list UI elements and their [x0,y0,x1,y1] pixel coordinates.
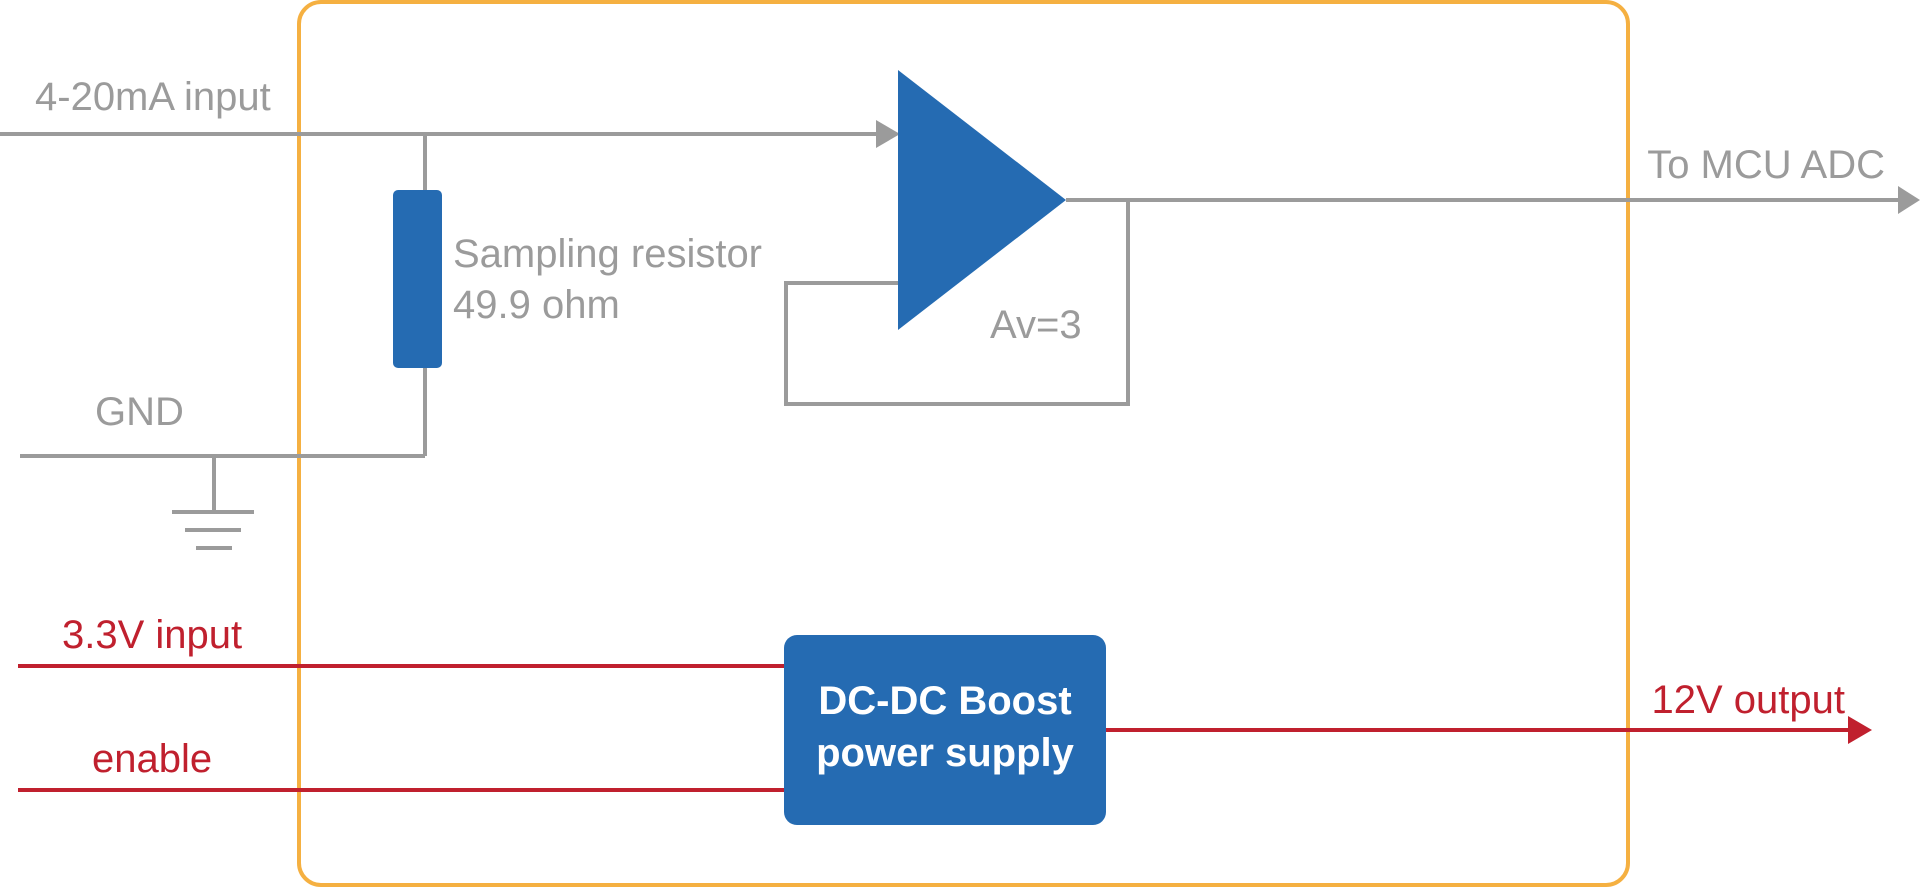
power-output-arrowhead [1848,716,1872,744]
resistor-value-label: 49.9 ohm [453,283,620,327]
power-output-label: 12V output [1652,678,1846,722]
boost-label-line1: DC-DC Boost [818,679,1071,723]
gain-label: Av=3 [990,303,1082,347]
amplifier-icon [898,70,1066,330]
dc-dc-boost-block [784,635,1106,825]
ground-icon [172,456,254,550]
resistor-name-label: Sampling resistor [453,232,762,276]
sampling-resistor [393,190,442,368]
feedback-loop-wire [784,200,1130,406]
enable-label: enable [92,737,212,781]
input-arrowhead [876,120,900,148]
boost-label-line2: power supply [816,731,1075,775]
adc-output-label: To MCU ADC [1647,143,1885,187]
gnd-label: GND [95,390,184,434]
input-current-label: 4-20mA input [35,75,271,119]
adc-output-arrowhead [1898,186,1920,214]
module-boundary [297,0,1630,887]
power-input-label: 3.3V input [62,613,242,657]
